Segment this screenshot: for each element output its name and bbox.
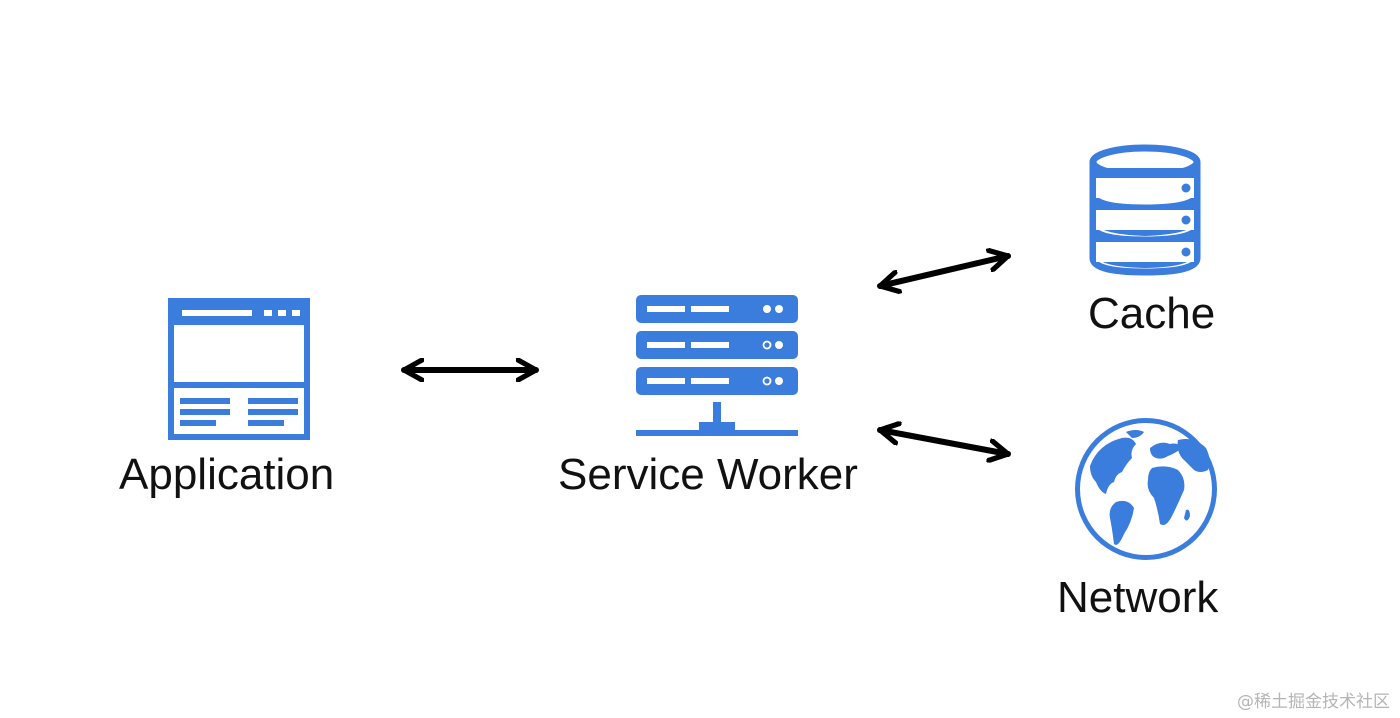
arrow-service-worker-cache — [877, 256, 1011, 286]
globe-icon — [1070, 414, 1222, 564]
database-icon — [1086, 142, 1204, 278]
browser-window-icon — [168, 298, 310, 440]
server-stack-icon — [635, 294, 799, 440]
watermark-text: @稀土掘金技术社区 — [1237, 692, 1390, 712]
application-label: Application — [119, 450, 335, 499]
service-worker-label: Service Worker — [558, 450, 858, 499]
arrow-service-worker-network — [877, 430, 1011, 454]
network-label: Network — [1057, 573, 1219, 622]
cache-label: Cache — [1088, 289, 1216, 338]
